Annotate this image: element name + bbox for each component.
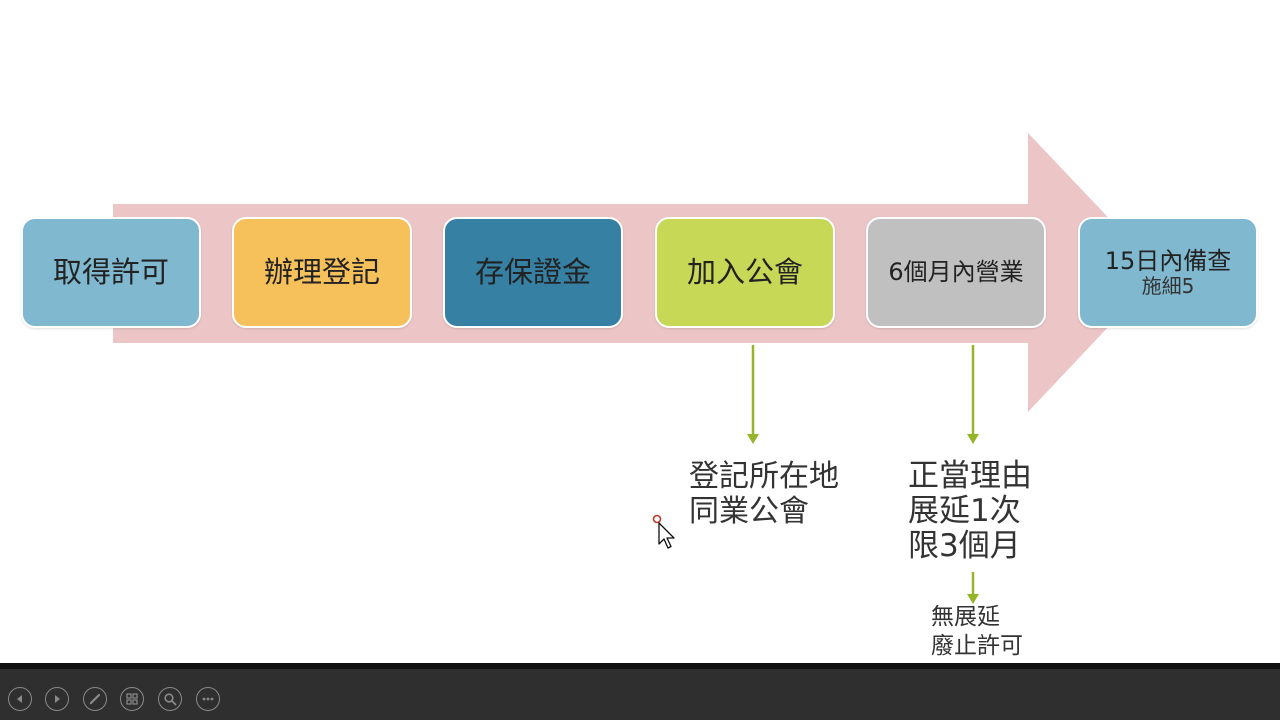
mouse-cursor-icon (652, 514, 675, 549)
note-guild-location: 登記所在地 同業公會 (689, 459, 839, 529)
chevron-right-icon (55, 695, 60, 703)
grid-icon (126, 693, 138, 705)
more-options-button[interactable] (196, 687, 220, 711)
note-line: 展延1次 (908, 493, 1021, 529)
step-deposit-guarantee: 存保證金 (443, 217, 623, 328)
step-start-business: 6個月內營業 (866, 217, 1046, 328)
step-join-guild: 加入公會 (655, 217, 835, 328)
step-label: 6個月內營業 (888, 258, 1024, 287)
step-label: 15日內備查 (1104, 247, 1232, 276)
step-label: 加入公會 (686, 254, 803, 289)
note-line: 廢止許可 (931, 633, 1023, 659)
presentation-control-bar (0, 663, 1280, 720)
next-slide-button[interactable] (45, 687, 69, 711)
chevron-left-icon (17, 695, 22, 703)
process-arrow-shape (113, 133, 1160, 412)
step-register: 辦理登記 (232, 217, 412, 328)
slide: 取得許可 辦理登記 存保證金 加入公會 6個月內營業 15日內備查 施細5 登記… (21, 133, 1258, 661)
pen-icon (89, 693, 101, 705)
step-label: 辦理登記 (263, 254, 380, 289)
note-no-extension: 無展延 廢止許可 (931, 603, 1023, 661)
step-file-record: 15日內備查 施細5 (1078, 217, 1258, 328)
magnifier-icon (164, 693, 177, 706)
note-line: 登記所在地 (689, 459, 839, 494)
note-line: 正當理由 (908, 458, 1032, 494)
note-line: 限3個月 (908, 528, 1021, 564)
ellipsis-icon (202, 697, 214, 701)
slide-grid-button[interactable] (120, 687, 144, 711)
zoom-button[interactable] (158, 687, 182, 711)
step-label: 存保證金 (474, 254, 591, 289)
pen-button[interactable] (83, 687, 107, 711)
process-arrow (113, 133, 1160, 412)
previous-slide-button[interactable] (8, 687, 32, 711)
step-sublabel: 施細5 (1141, 273, 1195, 298)
step-obtain-permit: 取得許可 (21, 217, 201, 328)
note-line: 無展延 (931, 604, 1000, 630)
note-line: 同業公會 (689, 494, 809, 529)
step-label: 取得許可 (52, 254, 169, 289)
note-extension: 正當理由 展延1次 限3個月 (908, 459, 1032, 564)
